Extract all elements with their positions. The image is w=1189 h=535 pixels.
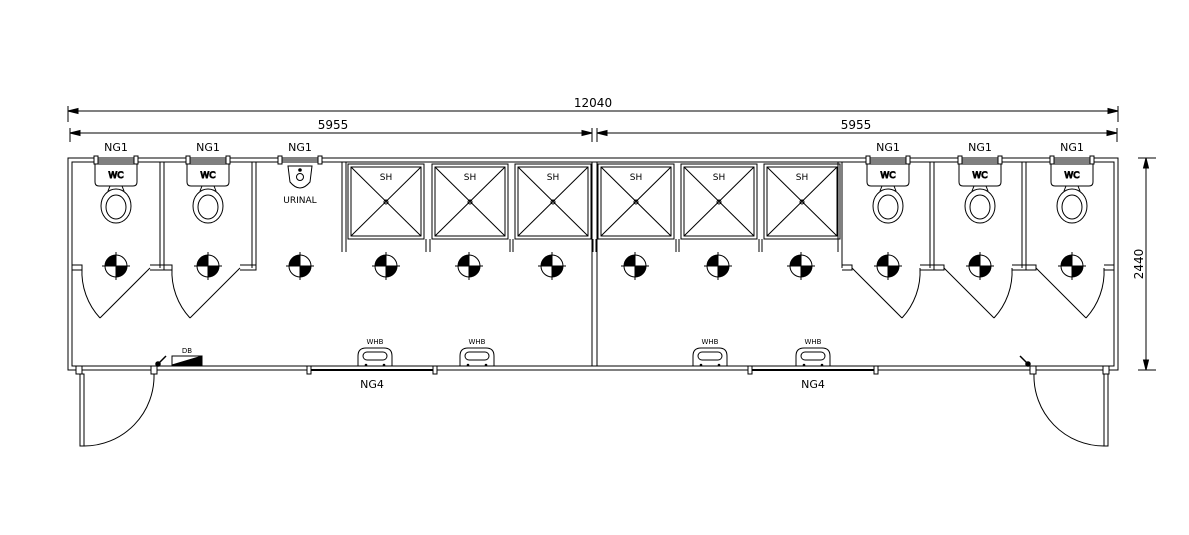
wc-door-swings-left [81,267,241,319]
windows-ng4 [306,365,879,375]
wc-door-swings-right [851,267,1105,319]
distribution-board [171,355,203,366]
window-ng1-label: NG1 [288,141,312,154]
dimension-width [1138,157,1156,371]
light-fitting-icon [966,252,994,280]
light-switches [155,355,1031,367]
urinal [287,165,313,189]
dimension-right-half-label: 5955 [841,118,872,132]
wc-pan: WC [958,163,1002,224]
wc-label: WC [108,171,123,181]
shower-label: SH [547,173,559,183]
wc-label: WC [880,171,895,181]
window-ng1-label: NG1 [876,141,900,154]
wc-pan: WC [1050,163,1094,224]
wc-fixtures: WC WC WC WC WC [94,163,1094,224]
shower-label: SH [796,173,808,183]
light-fitting-icon [787,252,815,280]
whb-fixtures: WHB WHB WHB WHB [357,338,831,367]
dimension-right-half [596,128,1118,142]
partitions-left [72,162,347,271]
window-ng4-label: NG4 [360,378,384,391]
entrance-door-left [75,365,158,447]
dimension-left-half-label: 5955 [318,118,349,132]
entrance-door-right [1029,365,1110,447]
light-fitting-icon [286,252,314,280]
windows-ng1 [93,155,1095,165]
window-ng4-label: NG4 [801,378,825,391]
light-fittings [102,252,1086,280]
wc-pan: WC [94,163,138,224]
wc-pan: WC [866,163,910,224]
light-fitting-icon [621,252,649,280]
window-ng1-label: NG1 [968,141,992,154]
shower-label: SH [380,173,392,183]
light-fitting-icon [372,252,400,280]
wc-pan: WC [186,163,230,224]
light-fitting-icon [704,252,732,280]
distribution-board-label: DB [182,347,192,355]
light-fitting-icon [102,252,130,280]
light-fitting-icon [455,252,483,280]
outer-walls [67,157,1119,371]
light-fitting-icon [194,252,222,280]
shower-tray: SH [678,163,760,252]
light-fitting-icon [538,252,566,280]
shower-label: SH [630,173,642,183]
whb-label: WHB [805,338,822,346]
whb-basin: WHB [692,338,728,367]
urinal-label: URINAL [283,196,316,206]
dimension-overall [67,106,1119,122]
whb-basin: WHB [357,338,393,367]
window-ng1-label: NG1 [104,141,128,154]
wc-label: WC [200,171,215,181]
window-ng1-label: NG1 [1060,141,1084,154]
shower-tray: SH [512,163,594,252]
shower-label: SH [713,173,725,183]
dimension-left-half [69,128,593,142]
window-ng1-label: NG1 [196,141,220,154]
shower-tray: SH [345,163,427,252]
whb-label: WHB [469,338,486,346]
light-fitting-icon [1058,252,1086,280]
whb-basin: WHB [795,338,831,367]
shower-tray: SH [761,163,843,252]
shower-label: SH [464,173,476,183]
shower-tray: SH [595,163,677,252]
window-ng1-labels: NG1 NG1 NG1 NG1 NG1 NG1 [104,141,1084,154]
dimension-overall-label: 12040 [574,96,612,110]
shower-fixtures: SH SH SH SH SH SH [345,163,843,252]
wc-label: WC [972,171,987,181]
whb-label: WHB [702,338,719,346]
whb-basin: WHB [459,338,495,367]
partitions-right [837,162,1115,271]
dimension-width-label: 2440 [1132,249,1146,280]
light-fitting-icon [874,252,902,280]
whb-label: WHB [367,338,384,346]
shower-tray: SH [429,163,511,252]
wc-label: WC [1064,171,1079,181]
